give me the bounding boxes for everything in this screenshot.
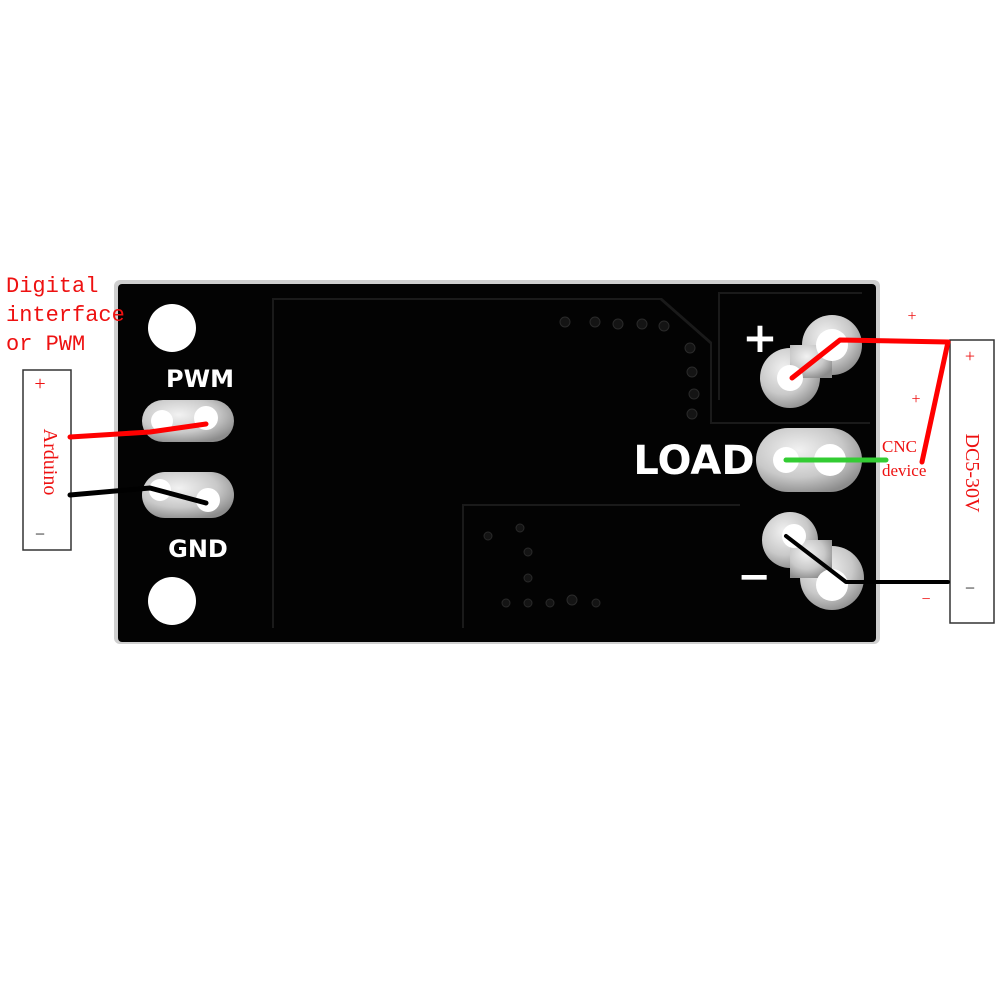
- wire-pwm-red: [67, 421, 209, 440]
- arduino-plus-sign: +: [34, 373, 45, 395]
- silk-plus-label: +: [742, 313, 777, 362]
- wire-cnc-plus-red: [919, 339, 951, 465]
- cnc-device-note: CNC device: [882, 437, 926, 480]
- silk-minus-label: −: [737, 554, 771, 600]
- digital-interface-line-2: interface: [6, 303, 125, 328]
- silk-load-label: LOAD: [633, 438, 754, 484]
- power-voltage-label: DC5-30V: [961, 434, 983, 513]
- wire-plus-top-sign: +: [907, 308, 916, 325]
- floating-annotations: Digital interface or PWM + + − CNC devic…: [6, 274, 931, 608]
- wire-power-plus-red: [789, 337, 951, 381]
- arduino-minus-sign: −: [35, 524, 45, 544]
- digital-interface-note: Digital interface or PWM: [6, 274, 138, 357]
- power-plus-sign: +: [965, 346, 975, 366]
- pcb-board: [114, 280, 880, 644]
- wire-power-minus-black: [784, 534, 950, 584]
- wire-minus-sign: −: [921, 591, 930, 608]
- pad-pwm: [142, 400, 234, 442]
- wires: [67, 337, 951, 584]
- mounting-hole-bottom: [148, 577, 196, 625]
- mounting-hole-top: [148, 304, 196, 352]
- wire-gnd-black: [67, 485, 209, 506]
- silk-gnd-label: GND: [168, 535, 228, 563]
- cnc-device-line-1: CNC: [882, 437, 917, 456]
- silk-pwm-label: PWM: [166, 365, 234, 393]
- digital-interface-line-3: or PWM: [6, 332, 85, 357]
- arduino-label: Arduino: [39, 429, 61, 496]
- power-minus-sign: −: [965, 578, 975, 598]
- wire-plus-mid-sign: +: [911, 391, 920, 408]
- power-supply-box: + DC5-30V −: [949, 339, 995, 624]
- board-body: [118, 284, 876, 642]
- power-box-frame: [949, 339, 995, 624]
- digital-interface-line-1: Digital: [6, 274, 98, 299]
- via-array: [483, 316, 700, 608]
- cnc-device-line-2: device: [882, 461, 926, 480]
- pad-gnd: [142, 472, 234, 518]
- arduino-box-frame: [22, 369, 72, 551]
- arduino-box: + Arduino −: [22, 369, 72, 551]
- silkscreen-labels: PWM GND + LOAD −: [166, 313, 778, 600]
